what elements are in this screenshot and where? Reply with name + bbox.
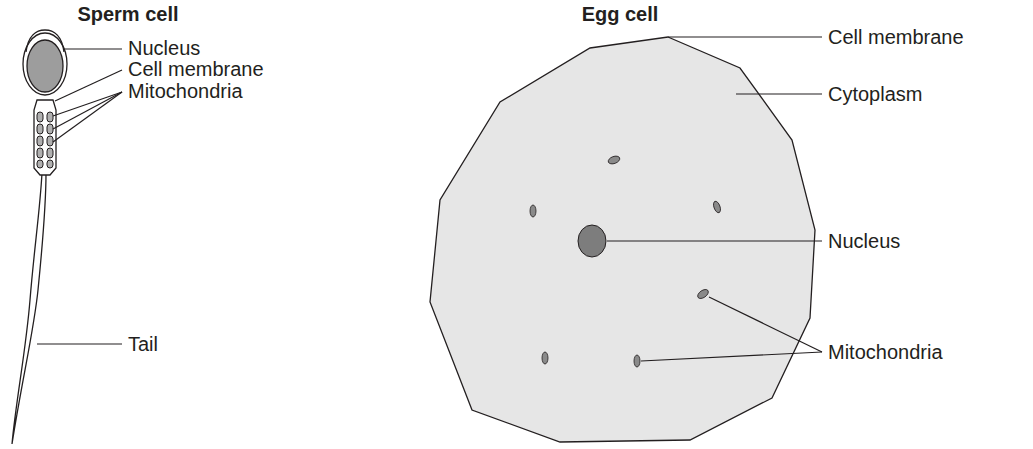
egg-cell — [430, 37, 815, 442]
egg-nucleus — [578, 225, 606, 257]
part-label: Cell membrane — [128, 57, 264, 81]
part-label: Cytoplasm — [828, 82, 922, 106]
part-label: Tail — [128, 332, 158, 356]
part-label: Mitochondria — [828, 340, 943, 364]
sperm-cell — [12, 30, 67, 444]
part-label: Cell membrane — [828, 25, 964, 49]
sperm-mitochondria — [37, 112, 53, 168]
sperm-tail — [12, 173, 46, 444]
sperm-leader-lines — [37, 49, 122, 344]
cell-title: Sperm cell — [77, 2, 178, 26]
sperm-nucleus — [27, 40, 63, 92]
sperm-head-membrane — [23, 33, 67, 95]
egg-leader-lines — [607, 37, 822, 361]
part-label: Nucleus — [828, 229, 900, 253]
cell-title: Egg cell — [582, 2, 659, 26]
egg-mitochondria — [530, 155, 722, 367]
part-label: Nucleus — [128, 36, 200, 60]
egg-membrane — [430, 37, 815, 442]
sperm-midpiece — [34, 100, 56, 175]
part-label: Mitochondria — [128, 79, 243, 103]
